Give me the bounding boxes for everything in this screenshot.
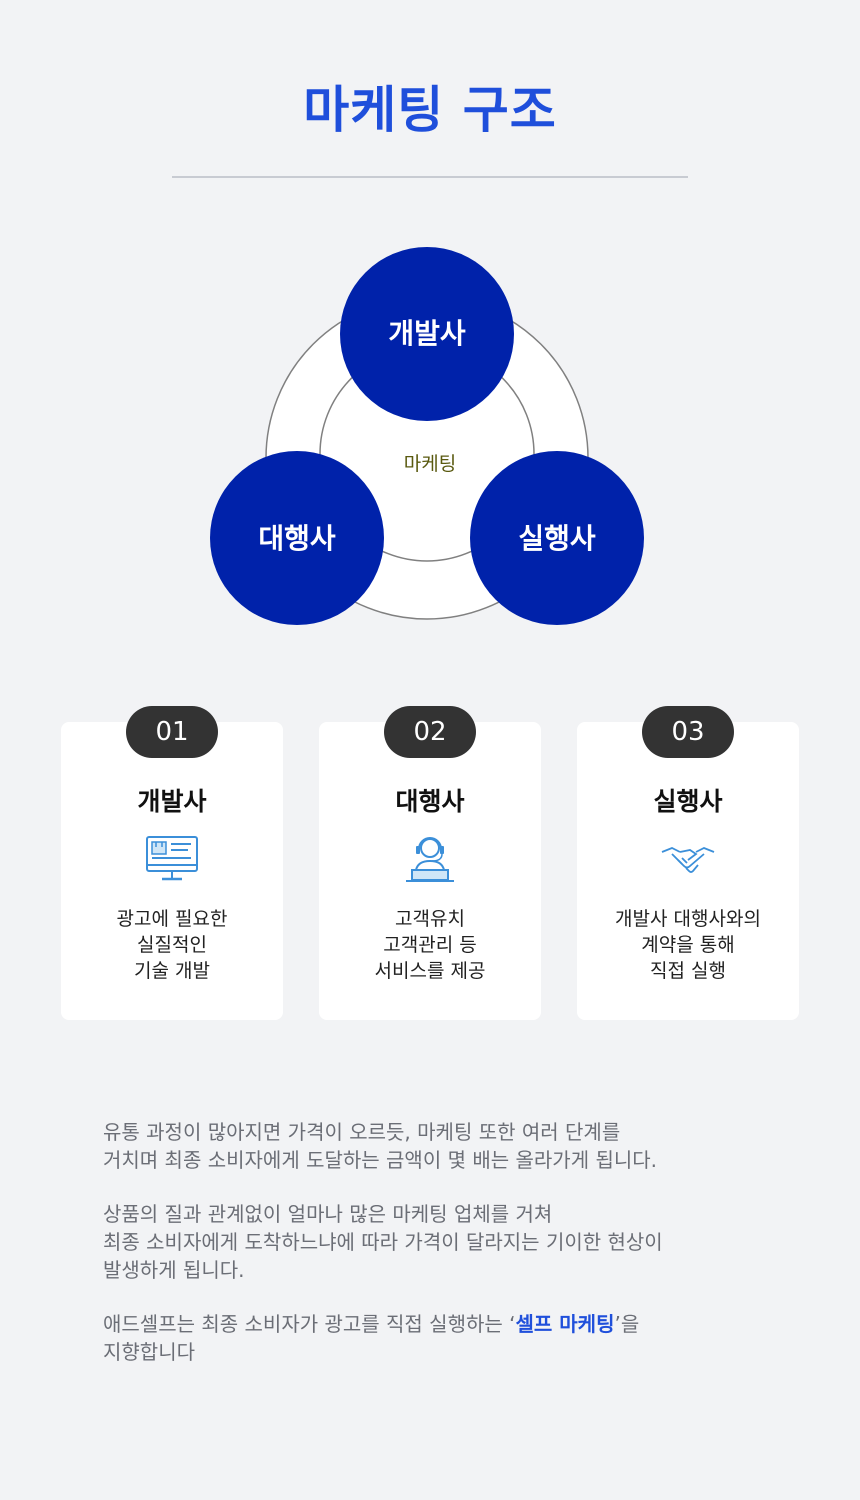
center-label: 마케팅: [404, 453, 456, 475]
node-circle-developer: [340, 247, 514, 421]
card-description: 개발사 대행사와의 계약을 통해 직접 실행: [615, 908, 761, 982]
card-number-badge: 03: [642, 706, 734, 758]
card-title: 개발사: [137, 787, 207, 816]
self-marketing-highlight: 셀프 마케팅: [515, 1312, 615, 1336]
marketing-structure-diagram: 마케팅 개발사 대행사 실행사: [210, 247, 644, 625]
card-description: 고객유치 고객관리 등 서비스를 제공: [374, 908, 486, 982]
card-executor: 03 실행사 개발사 대행사와의 계약을 통해 직접 실행: [577, 706, 799, 1020]
node-label-agency: 대행사: [258, 522, 336, 555]
headset-agent-icon: [406, 837, 454, 882]
card-number-badge: 02: [384, 706, 476, 758]
card-title: 실행사: [653, 787, 723, 816]
card-developer: 01 개발사 광고에 필요한 실질적인 기술 개발: [61, 706, 283, 1020]
node-label-developer: 개발사: [388, 317, 466, 350]
paragraph-3: 애드셀프는 최종 소비자가 광고를 직접 실행하는 ‘셀프 마케팅’을 지향합니…: [103, 1312, 640, 1364]
paragraph-1: 유통 과정이 많아지면 가격이 오르듯, 마케팅 또한 여러 단계를 거치며 최…: [103, 1120, 658, 1172]
node-label-executor: 실행사: [518, 522, 596, 555]
node-circle-agency: [210, 451, 384, 625]
page-title: 마케팅 구조: [303, 81, 557, 139]
node-circle-executor: [470, 451, 644, 625]
card-description: 광고에 필요한 실질적인 기술 개발: [116, 908, 228, 982]
card-title: 대행사: [395, 787, 465, 816]
card-number-badge: 01: [126, 706, 218, 758]
title-divider: [172, 176, 688, 178]
card-agency: 02 대행사 고객유치 고객관리 등 서비스를 제공: [319, 706, 541, 1020]
handshake-icon: [661, 847, 715, 873]
paragraph-2: 상품의 질과 관계없이 얼마나 많은 마케팅 업체를 거쳐 최종 소비자에게 도…: [103, 1202, 663, 1282]
computer-monitor-icon: [146, 836, 198, 881]
